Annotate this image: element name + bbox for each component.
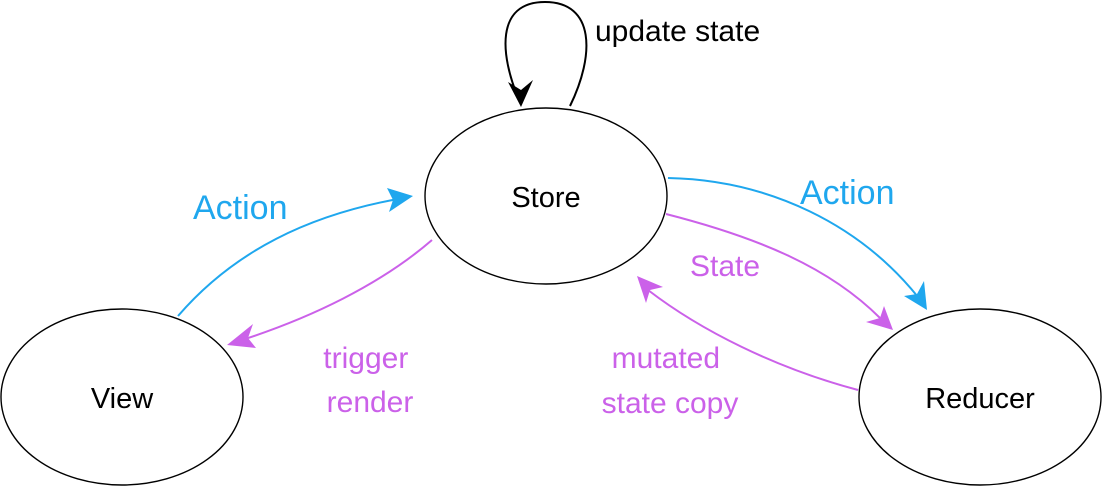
store-to-reducer-state-arrow (665, 213, 881, 319)
reducer-label: Reducer (925, 383, 1035, 415)
store-to-view-label: trigger render (323, 342, 416, 419)
store-to-reducer-state-label: State (690, 250, 760, 283)
view-node (0, 308, 244, 486)
reducer-to-store-label-line-1: mutated (612, 342, 720, 375)
view-label: View (91, 383, 154, 415)
store-label: Store (511, 182, 580, 214)
store-to-reducer-action-label: Action (800, 174, 895, 212)
reducer-to-store-arrowhead (637, 276, 663, 303)
store-to-reducer-action-arrowhead (904, 281, 927, 310)
store-to-reducer-state-arrowhead (866, 306, 893, 330)
update-state-label: update state (595, 15, 760, 48)
reducer-to-store-label: mutated state copy (602, 342, 739, 420)
store-to-view-label-line-2: render (327, 386, 414, 419)
store-to-view-arrow (241, 239, 433, 341)
store-to-view-arrowhead (227, 324, 256, 348)
reducer-to-store-arrow (647, 289, 859, 391)
store-node (424, 107, 668, 285)
update-state-arrowhead (508, 80, 533, 107)
store-to-view-label-line-1: trigger (323, 342, 408, 375)
view-to-store-label: Action (193, 189, 288, 227)
reducer-node (858, 308, 1102, 486)
view-to-store-arrowhead (387, 188, 413, 212)
update-state-loop-arrow (504, 0, 588, 107)
view-to-store-arrow (177, 198, 399, 317)
store-to-reducer-action-arrow (667, 177, 919, 298)
reducer-to-store-label-line-2: state copy (602, 387, 739, 420)
